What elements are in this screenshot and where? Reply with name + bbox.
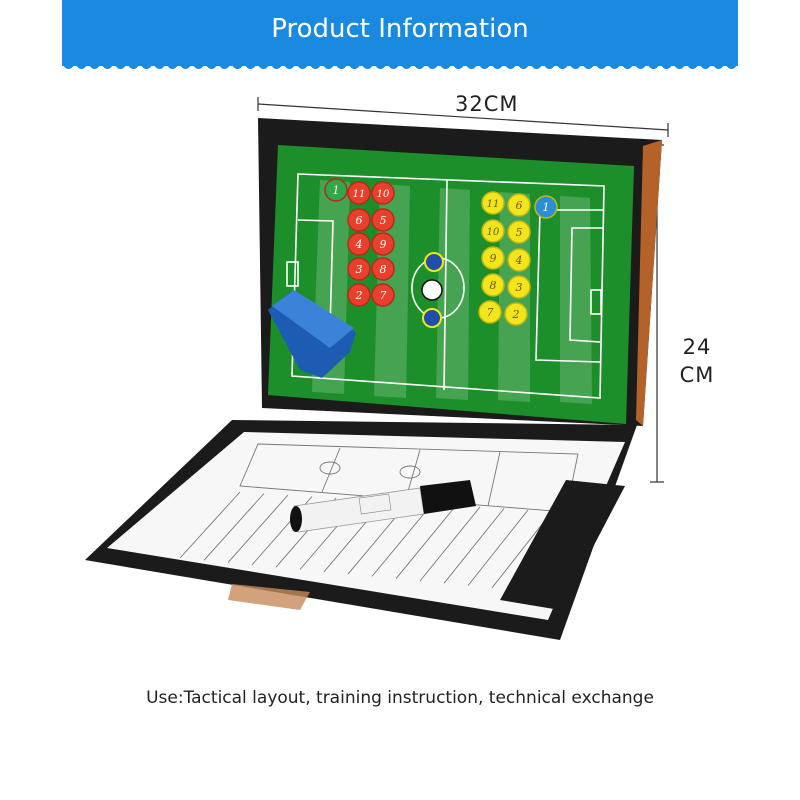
- red-magnet-number: 6: [356, 214, 363, 227]
- red-magnet[interactable]: 1: [324, 178, 348, 202]
- football-icon[interactable]: [421, 279, 443, 301]
- banner-title: Product Information: [271, 14, 529, 44]
- height-dimension-label: 24 CM: [668, 333, 726, 389]
- red-magnet-number: 9: [380, 238, 387, 251]
- yellow-magnet[interactable]: 4: [507, 248, 531, 272]
- yellow-magnet[interactable]: 7: [478, 300, 502, 324]
- yellow-magnet-number: 1: [543, 201, 550, 214]
- red-magnet[interactable]: 7: [371, 283, 395, 307]
- header-banner: Product Information: [62, 0, 738, 66]
- red-magnet-number: 4: [355, 238, 363, 251]
- yellow-magnet[interactable]: 1: [534, 195, 558, 219]
- usage-caption: Use:Tactical layout, training instructio…: [146, 688, 654, 708]
- red-magnet-number: 10: [377, 189, 390, 200]
- yellow-magnet-number: 7: [487, 306, 494, 319]
- red-magnet[interactable]: 11: [347, 181, 371, 205]
- banner-scalloped-edge: [62, 60, 738, 69]
- yellow-magnet[interactable]: 5: [507, 220, 531, 244]
- yellow-magnet-number: 10: [487, 227, 500, 238]
- yellow-magnet-number: 8: [490, 279, 497, 292]
- red-magnet[interactable]: 5: [371, 208, 395, 232]
- yellow-magnet[interactable]: 3: [507, 275, 531, 299]
- yellow-magnet-number: 4: [515, 254, 523, 267]
- yellow-magnet[interactable]: 9: [481, 246, 505, 270]
- red-magnet-number: 3: [356, 263, 363, 276]
- red-magnet[interactable]: 10: [371, 181, 395, 205]
- width-dimension-line: [257, 97, 669, 137]
- red-magnet-number: 1: [333, 184, 340, 197]
- paper-sheet: [107, 432, 625, 620]
- yellow-magnet-number: 9: [490, 252, 497, 265]
- marker-pen[interactable]: [290, 480, 476, 533]
- red-magnet-number: 5: [380, 214, 387, 227]
- yellow-magnet[interactable]: 11: [481, 191, 505, 215]
- yellow-magnet-number: 6: [516, 199, 523, 212]
- red-magnet[interactable]: 8: [371, 257, 395, 281]
- yellow-magnet[interactable]: 8: [481, 273, 505, 297]
- red-magnet-number: 8: [380, 263, 387, 276]
- width-dimension-label: 32CM: [455, 92, 519, 116]
- red-magnet-number: 11: [353, 189, 366, 200]
- red-magnet[interactable]: 4: [347, 232, 371, 256]
- yellow-magnet-number: 11: [487, 199, 500, 210]
- yellow-magnet-number: 2: [512, 308, 520, 321]
- eraser[interactable]: [268, 290, 356, 378]
- yellow-magnet[interactable]: 10: [481, 219, 505, 243]
- red-magnet-number: 7: [380, 289, 387, 302]
- red-magnet[interactable]: 2: [347, 283, 371, 307]
- red-magnet[interactable]: 9: [371, 232, 395, 256]
- ball-marker[interactable]: [422, 308, 442, 328]
- yellow-magnet[interactable]: 6: [507, 193, 531, 217]
- height-unit: CM: [679, 363, 715, 387]
- yellow-team-magnets: 11 6 1 10 5 9 4 8 3 7 2: [478, 191, 558, 326]
- yellow-magnet-number: 5: [516, 226, 523, 239]
- folder-bottom-panel: [85, 420, 637, 640]
- yellow-magnet[interactable]: 2: [504, 302, 528, 326]
- red-magnet[interactable]: 3: [347, 257, 371, 281]
- red-magnet[interactable]: 6: [347, 208, 371, 232]
- height-value: 24: [682, 335, 712, 359]
- red-magnet-number: 2: [355, 289, 363, 302]
- ball-marker[interactable]: [424, 252, 444, 272]
- yellow-magnet-number: 3: [516, 281, 523, 294]
